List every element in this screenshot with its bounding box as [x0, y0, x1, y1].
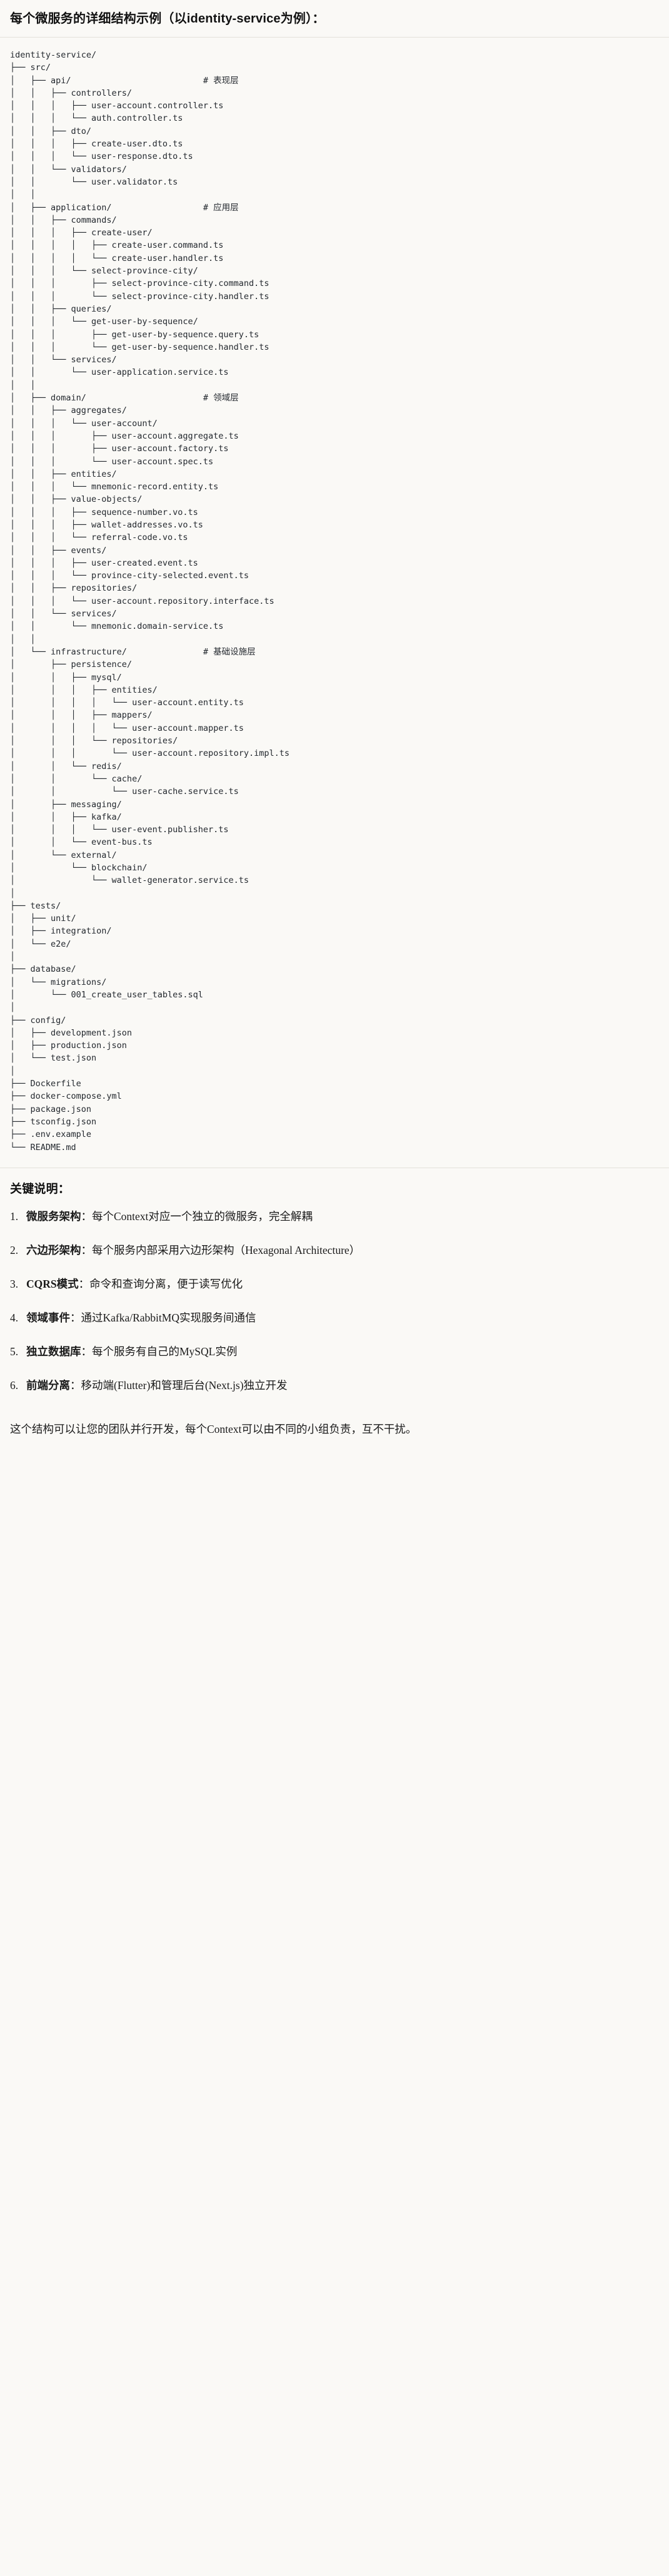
key-point-item: 微服务架构：每个Context对应一个独立的微服务，完全解耦: [10, 1208, 659, 1225]
key-point-item: 独立数据库：每个服务有自己的MySQL实例: [10, 1343, 659, 1360]
directory-tree: identity-service/ ├── src/ │ ├── api/ # …: [10, 50, 290, 1153]
key-points-section: 关键说明： 微服务架构：每个Context对应一个独立的微服务，完全解耦六边形架…: [0, 1168, 669, 1414]
key-point-item: 领域事件：通过Kafka/RabbitMQ实现服务间通信: [10, 1309, 659, 1326]
key-point-item: 六边形架构：每个服务内部采用六边形架构（Hexagonal Architectu…: [10, 1241, 659, 1259]
key-points-title: 关键说明：: [10, 1182, 71, 1196]
key-point-separator: ：: [78, 1277, 90, 1290]
key-point-separator: ：: [81, 1209, 93, 1223]
key-point-text: 每个Context对应一个独立的微服务，完全解耦: [92, 1209, 313, 1223]
directory-tree-block: identity-service/ ├── src/ │ ├── api/ # …: [0, 38, 669, 1168]
key-point-term: 领域事件: [26, 1311, 70, 1324]
key-point-term: CQRS模式: [26, 1277, 79, 1290]
key-point-text: 移动端(Flutter)和管理后台(Next.js)独立开发: [81, 1378, 288, 1392]
key-point-text: 命令和查询分离，便于读写优化: [89, 1277, 243, 1290]
key-point-separator: ：: [70, 1378, 81, 1392]
divider-top: [0, 37, 669, 38]
key-point-text: 通过Kafka/RabbitMQ实现服务间通信: [81, 1311, 256, 1324]
key-point-text: 每个服务有自己的MySQL实例: [92, 1345, 238, 1358]
page-title: 每个微服务的详细结构示例（以identity-service为例）：: [10, 12, 325, 26]
key-point-separator: ：: [70, 1311, 81, 1324]
key-point-item: 前端分离：移动端(Flutter)和管理后台(Next.js)独立开发: [10, 1377, 659, 1394]
key-point-separator: ：: [81, 1345, 93, 1358]
closing-paragraph: 这个结构可以让您的团队并行开发，每个Context可以由不同的小组负责，互不干扰…: [10, 1422, 417, 1435]
key-points-list: 微服务架构：每个Context对应一个独立的微服务，完全解耦六边形架构：每个服务…: [10, 1208, 659, 1394]
key-point-term: 微服务架构: [26, 1209, 81, 1223]
key-point-term: 六边形架构: [26, 1243, 81, 1256]
key-point-item: CQRS模式：命令和查询分离，便于读写优化: [10, 1275, 659, 1293]
key-point-term: 前端分离: [26, 1378, 70, 1392]
key-point-term: 独立数据库: [26, 1345, 81, 1358]
key-point-text: 每个服务内部采用六边形架构（Hexagonal Architecture）: [92, 1243, 361, 1256]
key-point-separator: ：: [81, 1243, 93, 1256]
document-page: 每个微服务的详细结构示例（以identity-service为例）： ident…: [0, 0, 669, 1450]
